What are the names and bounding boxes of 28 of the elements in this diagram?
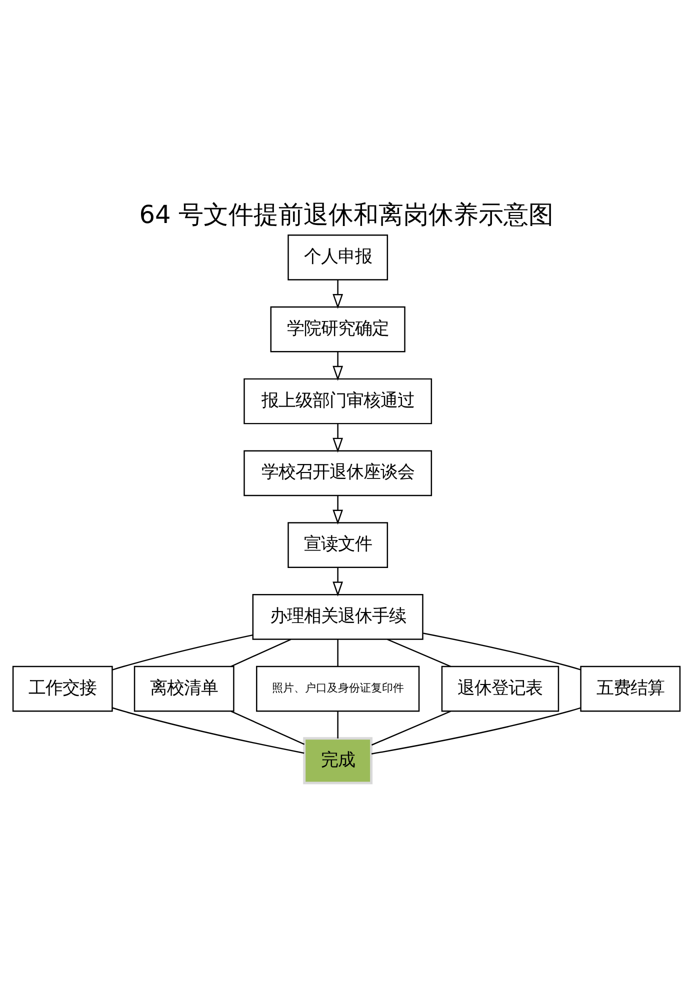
connector — [371, 710, 451, 746]
connector — [112, 634, 253, 670]
connector — [387, 638, 452, 668]
node-box: 工作交接 — [12, 666, 113, 712]
node-box: 退休登记表 — [441, 666, 560, 712]
connector — [337, 639, 338, 667]
connector — [337, 711, 338, 738]
connector — [423, 632, 581, 670]
arrow — [332, 496, 344, 525]
node-box: 完成 — [303, 737, 373, 784]
arrow — [332, 568, 344, 596]
node-box: 办理相关退休手续 — [252, 594, 424, 640]
connector — [230, 638, 292, 668]
node-box: 个人申报 — [288, 234, 388, 280]
connector — [112, 707, 304, 754]
connector — [230, 710, 305, 745]
arrow — [332, 280, 344, 309]
diagram-title: 64 号文件提前退休和离岗休养示意图 — [139, 200, 554, 229]
node-box: 五费结算 — [580, 666, 681, 712]
node-box: 宣读文件 — [288, 522, 388, 568]
node-box: 学校召开退休座谈会 — [244, 450, 432, 496]
arrow — [332, 352, 344, 381]
arrow — [332, 424, 344, 453]
node-box: 学院研究确定 — [270, 306, 406, 352]
node-box: 照片、户口及身份证复印件 — [256, 666, 420, 712]
connector — [371, 707, 581, 754]
node-box: 离校清单 — [134, 666, 234, 712]
node-box: 报上级部门审核通过 — [244, 378, 432, 424]
